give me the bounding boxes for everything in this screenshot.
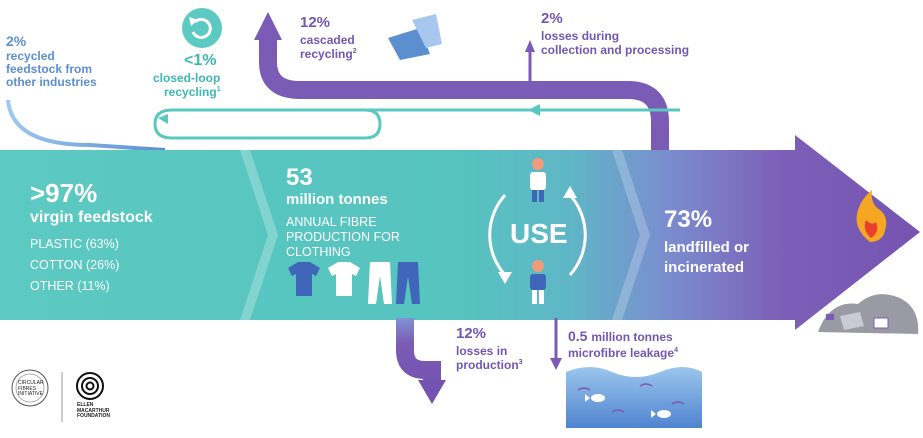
cloth-icon [388, 14, 442, 60]
cascaded-label-1: cascaded [300, 33, 355, 47]
microfibre-label: microfibre leakage4 [568, 346, 678, 360]
losses-production-arrow [396, 318, 446, 404]
virgin-pct: >97% [30, 178, 98, 208]
microfibre-value: 0.5 million tonnes [568, 328, 673, 344]
landfill-label-1: landfilled or [664, 239, 750, 256]
closed-loop-arrow [153, 104, 680, 140]
cascaded-label-2: recycling2 [300, 47, 357, 61]
virgin-label: virgin feedstock [30, 209, 153, 226]
losses-collection-label-1: losses during [541, 29, 620, 43]
emf-logo [76, 372, 104, 400]
losses-collection-pct: 2% [541, 10, 563, 27]
use-cycle [488, 186, 587, 284]
production-label-1: ANNUAL FIBRE [286, 215, 377, 229]
cfi-logo [11, 369, 49, 407]
tshirt-icon [288, 262, 360, 296]
losses-production-pct: 12% [456, 325, 487, 342]
waste-pile-icon [818, 294, 919, 334]
recycle-icon [182, 8, 222, 48]
losses-collection-label-2: collection and processing [541, 43, 690, 57]
chevron-2 [612, 150, 650, 320]
cascaded-pct: 12% [300, 14, 331, 31]
recycled-feedstock-pct: 2% [6, 33, 27, 49]
production-unit: million tonnes [286, 191, 388, 208]
flame-icon [856, 190, 887, 242]
water-icon [566, 367, 702, 428]
microfibre-arrow [550, 318, 562, 370]
closed-loop-label-2: recycling1 [164, 85, 221, 99]
production-label-3: CLOTHING [286, 245, 351, 259]
recycled-feedstock-label-2: feedstock from [6, 62, 93, 76]
recycled-feedstock-arrow [6, 99, 166, 152]
virgin-item-other: OTHER (11%) [30, 279, 110, 293]
virgin-item-cotton: COTTON (26%) [30, 258, 120, 272]
recycled-feedstock-label-3: other industries [6, 75, 97, 89]
virgin-item-plastic: PLASTIC (63%) [30, 237, 119, 251]
losses-production-label-2: production3 [456, 358, 523, 372]
recycled-feedstock-label-1: recycled [6, 49, 55, 63]
landfill-pct: 73% [664, 206, 713, 233]
fish-icon [585, 394, 671, 418]
landfill-label-2: incinerated [664, 259, 745, 276]
closed-loop-label-1: closed-loop [153, 71, 221, 85]
production-value: 53 [286, 164, 313, 191]
trousers-icon [368, 262, 420, 304]
person-icon [530, 158, 546, 304]
chevron-1 [240, 150, 278, 320]
use-label: USE [510, 218, 568, 249]
main-flow-arrow [0, 135, 920, 330]
production-label-2: PRODUCTION FOR [286, 230, 400, 244]
losses-production-label-1: losses in [456, 344, 508, 358]
closed-loop-pct: <1% [184, 52, 217, 69]
